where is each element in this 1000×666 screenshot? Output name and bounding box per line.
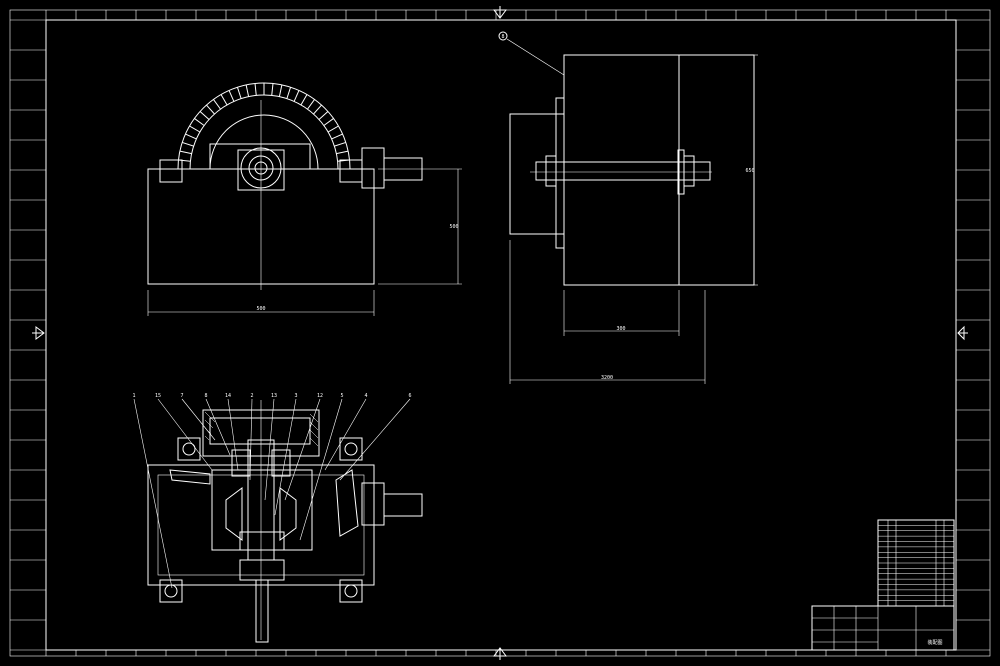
balloon-leader (205, 398, 231, 456)
title-block: 装配图 (811, 519, 955, 651)
balloon-leader (274, 398, 297, 516)
section-view: 1 15 7 8 14 2 13 3 12 5 4 6 (132, 393, 423, 643)
balloon-label: 7 (180, 393, 183, 399)
balloon-label: 2 (250, 393, 253, 399)
dim-side-overall: 3200 (601, 375, 613, 381)
balloon-label: 12 (317, 393, 323, 399)
balloon-label: 13 (271, 393, 277, 399)
balloon-leader (157, 398, 213, 471)
balloon-label: 4 (364, 393, 367, 399)
balloon-label: 15 (155, 393, 161, 399)
balloon-leader (339, 398, 411, 481)
balloon-label: 1 (132, 393, 135, 399)
balloon-label: 14 (225, 393, 231, 399)
section-balloons: 1 15 7 8 14 2 13 3 12 5 4 6 (132, 393, 412, 589)
balloon-leader (227, 398, 239, 471)
balloon-label: 5 (340, 393, 343, 399)
front-view: 500 500 (147, 82, 462, 316)
balloon-leader (181, 398, 216, 441)
balloon-leader (299, 398, 343, 541)
dim-front-height: 500 (449, 224, 458, 230)
part-balloon-top: 8 (501, 34, 504, 40)
centering-marks (32, 6, 968, 660)
inner-frame (45, 19, 957, 651)
dim-side-inner: 300 (616, 326, 625, 332)
title-block-label: 装配图 (927, 639, 942, 646)
balloon-leader (324, 398, 367, 471)
balloon-label: 3 (294, 393, 297, 399)
zone-ticks (10, 10, 990, 656)
balloon-leader (133, 398, 173, 589)
balloon-leader (249, 398, 253, 481)
balloon-leader (264, 398, 275, 501)
balloon-label: 6 (408, 393, 411, 399)
balloon-label: 8 (204, 393, 207, 399)
outer-border (9, 9, 991, 657)
dim-front-width: 500 (256, 306, 265, 312)
side-view: 8 650 300 3200 (498, 31, 758, 384)
parts-table (878, 520, 954, 606)
dim-side-height: 650 (745, 168, 754, 174)
balloon-leader (284, 398, 321, 501)
